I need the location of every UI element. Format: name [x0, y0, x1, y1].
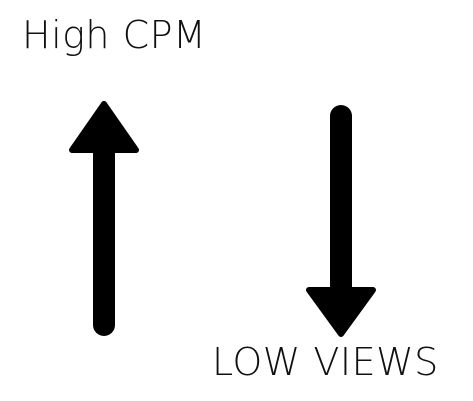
low-views-label: LOW VIEWS — [212, 340, 439, 384]
high-cpm-label: High CPM — [22, 13, 207, 57]
